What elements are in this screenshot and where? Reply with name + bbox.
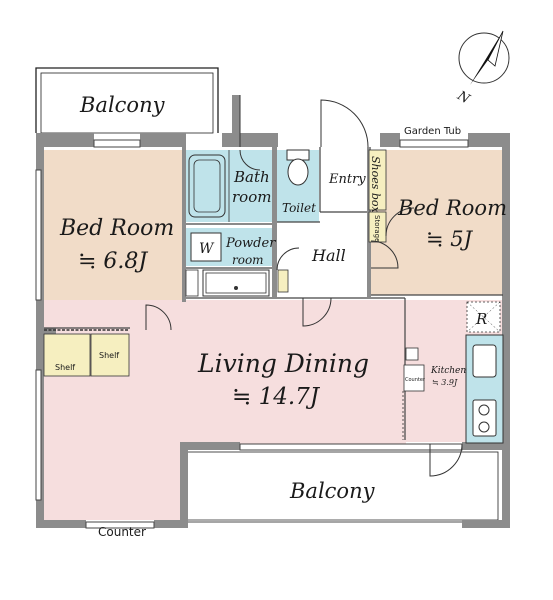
shoes-box: Shoes box <box>368 149 387 214</box>
kitchen-size: ≒ 3.9J <box>432 378 458 387</box>
counter-small-label: Counter <box>405 377 426 383</box>
hall-label: Hall <box>311 246 346 265</box>
balcony-bottom-label: Balcony <box>289 479 376 503</box>
living-size: ≒ 14.7J <box>232 384 321 410</box>
fridge-icon: R <box>466 301 501 333</box>
powder-shelf <box>185 269 199 297</box>
entry-floor <box>320 150 371 210</box>
bathtub-icon <box>188 154 226 218</box>
living-label: Living Dining <box>197 349 369 378</box>
bedroom-right-label: Bed Room <box>397 196 507 220</box>
garden-tub-label: Garden Tub <box>404 126 461 137</box>
shelf-left: Shelf <box>43 333 91 377</box>
powder-room-label: room <box>232 253 264 267</box>
shelf-right-label: Shelf <box>99 351 119 360</box>
walls <box>36 95 510 528</box>
kitchen-sink-counter <box>465 334 504 444</box>
entry-label: Entry <box>328 172 366 187</box>
powder-label: Powder <box>225 236 276 251</box>
counter-bottom-label: Counter <box>98 525 146 539</box>
balcony-bottom-area: Balcony <box>180 446 502 526</box>
partitions <box>44 211 503 440</box>
north-arrow-icon <box>470 31 503 85</box>
kitchen-label: Kitchen <box>430 366 466 376</box>
washer-icon: W <box>190 232 222 262</box>
kitchen-counter-small: Counter <box>403 364 426 392</box>
storage: Storage <box>368 211 387 243</box>
fridge-label: R <box>475 310 487 328</box>
bedroom-right-floor <box>371 150 503 295</box>
bedroom-right-size: ≒ 5J <box>426 227 474 251</box>
shelf-left-label: Shelf <box>55 363 75 372</box>
compass: N <box>454 30 510 107</box>
toilet-icon <box>286 149 310 186</box>
kitchen-sink-icon <box>472 344 497 378</box>
bath-room-label: room <box>232 188 271 206</box>
bath-label: Bath <box>233 168 270 186</box>
balcony-top-label: Balcony <box>79 93 166 117</box>
shelf-right: Shelf <box>90 333 130 377</box>
doors <box>145 95 463 477</box>
toilet-label: Toilet <box>282 201 316 215</box>
hall-shelf <box>277 269 289 293</box>
hall-floor <box>277 222 371 297</box>
balcony-top-area: Balcony <box>35 67 219 134</box>
compass-circle <box>458 32 510 84</box>
washer-label: W <box>199 241 215 257</box>
bedroom-left-size: ≒ 6.8J <box>78 249 148 274</box>
compass-label: N <box>454 88 473 107</box>
bedroom-left-label: Bed Room <box>59 216 174 241</box>
storage-label: Storage <box>373 215 381 242</box>
north-arrow-tail-icon <box>487 30 504 67</box>
kitchen-small-box <box>405 347 419 361</box>
sink-icon <box>202 269 270 297</box>
shoes-box-label: Shoes box <box>369 156 382 214</box>
